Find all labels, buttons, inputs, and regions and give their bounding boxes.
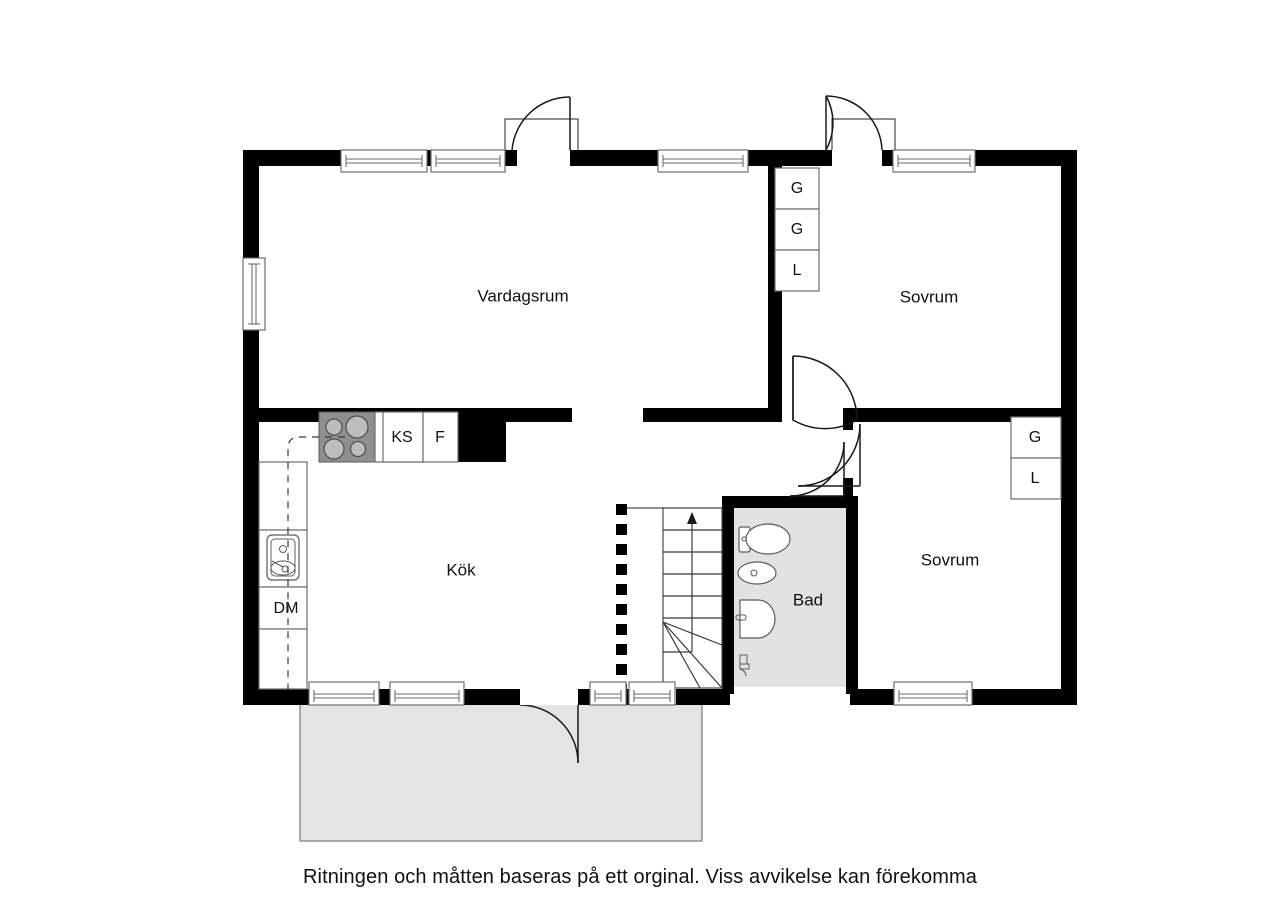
window-bottom-5 <box>893 681 973 706</box>
closet-g-2[interactable] <box>774 208 820 251</box>
closet-l-2[interactable] <box>1010 457 1062 500</box>
plan-caption: Ritningen och måtten baseras på ett orgi… <box>303 866 977 888</box>
terrace-area <box>299 703 703 842</box>
window-left-vertical <box>242 257 266 331</box>
closet-label-g-3: G <box>1029 429 1041 446</box>
appliance-label-dm: DM <box>274 600 299 617</box>
appliance-dm[interactable] <box>258 586 308 630</box>
closet-label-g-2: G <box>791 221 803 238</box>
cabinet-f[interactable] <box>422 411 459 463</box>
room-label-sovrum-1: Sovrum <box>900 287 959 306</box>
bidet-icon <box>737 561 777 585</box>
wall-jamb-hall-door-upper <box>843 408 853 430</box>
wall-jamb-top-door-1 <box>505 150 517 166</box>
room-label-vardagsrum: Vardagsrum <box>477 286 568 305</box>
window-bottom-2 <box>389 681 465 706</box>
wall-interior-living-hall <box>643 408 780 422</box>
window-top-1 <box>340 149 428 173</box>
wall-jamb-top-door-2 <box>820 150 832 166</box>
chimney-block <box>458 412 506 462</box>
closet-g-3[interactable] <box>1010 416 1062 459</box>
closet-l-1[interactable] <box>774 249 820 292</box>
counter-left-lower <box>258 628 308 690</box>
closet-label-g-1: G <box>791 180 803 197</box>
cabinet-label-f: F <box>435 429 445 446</box>
kitchen-sink-icon <box>266 534 300 581</box>
wall-exterior-left-lower <box>243 330 259 705</box>
window-top-4 <box>892 149 976 173</box>
wall-exterior-bottom-1 <box>243 689 311 705</box>
cabinet-ks[interactable] <box>382 411 424 463</box>
plumbing-dashed-line <box>287 436 345 690</box>
door-terrace <box>519 689 579 764</box>
floor-drain-icon <box>739 654 750 677</box>
counter-left-upper <box>258 461 308 531</box>
cabinet-label-ks: KS <box>391 429 412 446</box>
door-bedroom-1 <box>792 355 858 430</box>
up-arrow-icon <box>687 512 697 524</box>
wall-bath-right <box>846 496 858 694</box>
door-bedroom-2 <box>797 423 861 487</box>
window-bottom-1 <box>308 681 380 706</box>
stove-icon <box>318 411 376 463</box>
closet-label-l-1: L <box>793 262 802 279</box>
wall-exterior-bottom-2 <box>462 689 520 705</box>
door-bathroom <box>789 441 845 497</box>
door-entrance-left <box>504 96 579 151</box>
wall-bath-left <box>722 496 734 694</box>
wall-exterior-bottom-6 <box>972 689 1077 705</box>
closet-label-l-2: L <box>1031 470 1040 487</box>
door-entrance-right <box>825 95 896 151</box>
wall-exterior-bottom-mullion-2 <box>622 689 632 705</box>
wall-exterior-left-upper <box>243 150 259 258</box>
window-top-3 <box>657 149 749 173</box>
room-label-kok: Kök <box>446 560 476 579</box>
window-top-2 <box>430 149 506 173</box>
wall-exterior-bottom-5 <box>850 689 894 705</box>
wall-jamb-hall-door-lower <box>843 478 853 502</box>
window-bottom-4 <box>628 681 676 706</box>
toilet-icon <box>738 523 791 555</box>
stairs-icon <box>627 507 723 689</box>
washbasin-icon <box>735 599 776 639</box>
window-bottom-3 <box>589 681 627 706</box>
wall-exterior-bottom-4 <box>676 689 730 705</box>
wall-exterior-bottom-mullion-1 <box>376 689 392 705</box>
wall-exterior-right <box>1061 150 1077 705</box>
room-label-bad: Bad <box>793 590 823 609</box>
room-label-sovrum-2: Sovrum <box>921 550 980 569</box>
closet-g-1[interactable] <box>774 167 820 210</box>
wall-bath-top <box>722 496 852 508</box>
